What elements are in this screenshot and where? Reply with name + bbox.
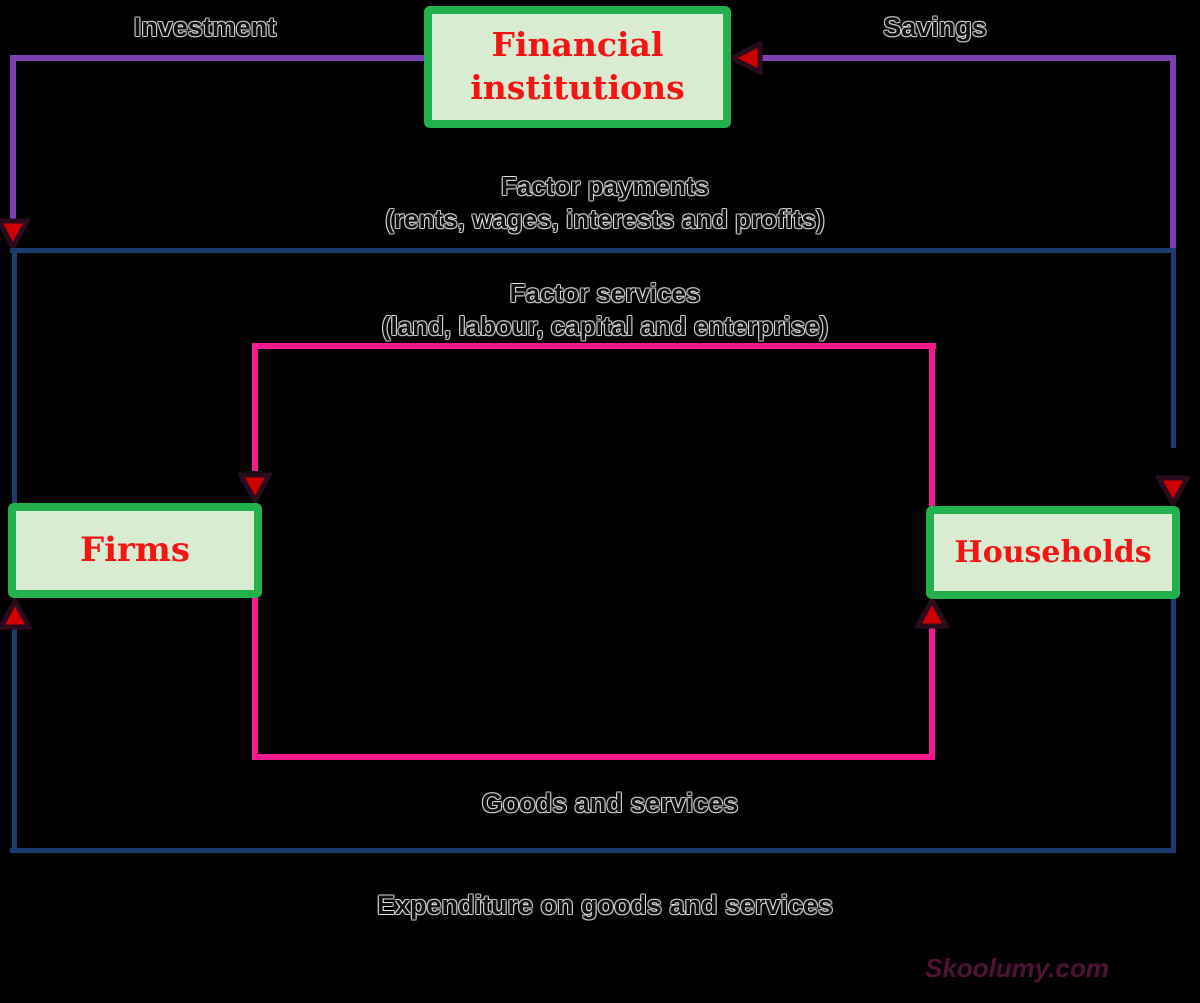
- households-box: Households: [926, 506, 1180, 599]
- savings-flow-line-vertical: [1170, 55, 1176, 251]
- factor-payments-line-top: [10, 248, 1176, 253]
- factor-services-detail-label: (land, labour, capital and enterprise): [381, 311, 829, 341]
- expenditure-line-right: [1171, 597, 1176, 851]
- firms-label: Firms: [79, 530, 191, 571]
- expenditure-label: Expenditure on goods and services: [376, 890, 834, 920]
- goods-services-line-right: [929, 628, 935, 760]
- factor-services-line-left: [252, 343, 258, 471]
- factor-services-line-right: [929, 343, 935, 509]
- financial-institutions-label: Financial institutions: [470, 25, 685, 107]
- factor-payments-label-group: Factor payments (rents, wages, interests…: [290, 170, 920, 236]
- factor-services-arrow-down-icon: [238, 472, 272, 504]
- investment-label: Investment: [133, 12, 277, 42]
- firms-box: Firms: [8, 503, 262, 598]
- expenditure-arrow-up-icon: [0, 598, 32, 630]
- investment-flow-line-vertical: [10, 55, 16, 223]
- factor-services-label: Factor services: [509, 278, 701, 308]
- savings-flow-line-horizontal: [758, 55, 1176, 61]
- financial-institutions-box: Financial institutions: [424, 6, 731, 128]
- households-label: Households: [954, 535, 1152, 570]
- factor-payments-arrow-down-icon: [1156, 475, 1190, 507]
- goods-services-line-bottom: [252, 754, 935, 760]
- savings-arrow-left-icon: [729, 41, 763, 75]
- factor-services-line-top: [252, 343, 936, 349]
- expenditure-line-bottom: [10, 848, 1176, 853]
- expenditure-line-left: [12, 628, 17, 851]
- investment-flow-line-horizontal: [10, 55, 426, 61]
- factor-payments-label: Factor payments: [500, 171, 710, 201]
- goods-services-line-left: [252, 596, 258, 758]
- goods-services-label: Goods and services: [481, 788, 739, 818]
- savings-label: Savings: [883, 12, 987, 42]
- goods-services-arrow-up-icon: [915, 597, 949, 629]
- factor-payments-line-right: [1171, 248, 1176, 448]
- factor-payments-detail-label: (rents, wages, interests and profits): [385, 204, 825, 234]
- investment-arrow-down-icon: [0, 218, 30, 250]
- factor-services-label-group: Factor services (land, labour, capital a…: [290, 277, 920, 343]
- factor-payments-line-left: [12, 248, 17, 505]
- watermark: Skoolumy.com: [925, 953, 1109, 983]
